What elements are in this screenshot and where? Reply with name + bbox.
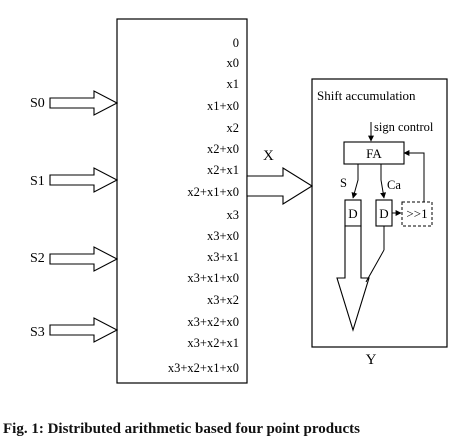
sign-control-label: sign control: [374, 120, 434, 134]
input-s2: S2: [30, 246, 119, 272]
lut-entry: x1+x0: [207, 99, 239, 113]
lut-entry: x1: [227, 77, 240, 91]
carry-merge-line: [365, 249, 385, 283]
delay-label-1: D: [348, 206, 357, 221]
lut-entry: x3+x2+x1: [187, 336, 239, 350]
hollow-arrow-s1: [49, 167, 119, 193]
shift-right-block: [401, 201, 433, 227]
shift-accumulation-box: [311, 78, 448, 348]
shift-right-label: >>1: [406, 206, 427, 221]
lut-entry: x3+x0: [207, 229, 239, 243]
input-label-s0: S0: [30, 96, 45, 111]
input-s0: S0: [30, 90, 119, 116]
hollow-arrow-s0: [49, 90, 119, 116]
lut-entry: x3+x2+x0: [187, 315, 239, 329]
lut-entries: 0 x0 x1 x1+x0 x2 x2+x0 x2+x1 x2+x1+x0 x3…: [168, 36, 239, 375]
input-label-s3: S3: [30, 325, 45, 340]
input-s3: S3: [30, 317, 119, 343]
sum-line: [351, 164, 359, 199]
lut-entry: x0: [227, 56, 240, 70]
lut-entry: x2+x0: [207, 142, 239, 156]
hollow-arrow-y: [336, 225, 370, 332]
carry-line: [380, 164, 387, 199]
carry-label: Ca: [387, 178, 401, 192]
lut-entry: 0: [233, 36, 239, 50]
hollow-arrow-x: [246, 167, 314, 205]
figure-caption: Fig. 1: Distributed arithmetic based fou…: [0, 416, 474, 443]
lut-entry: x2+x1: [207, 163, 239, 177]
lut-entry: x2: [227, 121, 240, 135]
delay-label-2: D: [379, 206, 388, 221]
lut-entry: x3+x2: [207, 293, 239, 307]
input-s1: S1: [30, 167, 119, 193]
feedback-line: [403, 150, 425, 207]
hollow-arrow-s2: [49, 246, 119, 272]
input-label-s2: S2: [30, 251, 45, 266]
lut-entry: x3+x2+x1+x0: [168, 361, 239, 375]
figure-caption-text: Fig. 1: Distributed arithmetic based fou…: [3, 421, 360, 437]
lut-entry: x2+x1+x0: [187, 185, 239, 199]
lut-entry: x3: [227, 208, 240, 222]
lut-entry: x3+x1+x0: [187, 271, 239, 285]
output-label: Y: [366, 352, 377, 368]
input-label-s1: S1: [30, 174, 45, 189]
lut-entry: x3+x1: [207, 250, 239, 264]
hollow-arrow-s3: [49, 317, 119, 343]
shift-accumulation-title: Shift accumulation: [317, 88, 416, 103]
lut-box: [116, 18, 248, 384]
sum-label: S: [340, 176, 347, 190]
full-adder-label: FA: [366, 146, 382, 161]
lut-output-label: X: [263, 148, 274, 164]
